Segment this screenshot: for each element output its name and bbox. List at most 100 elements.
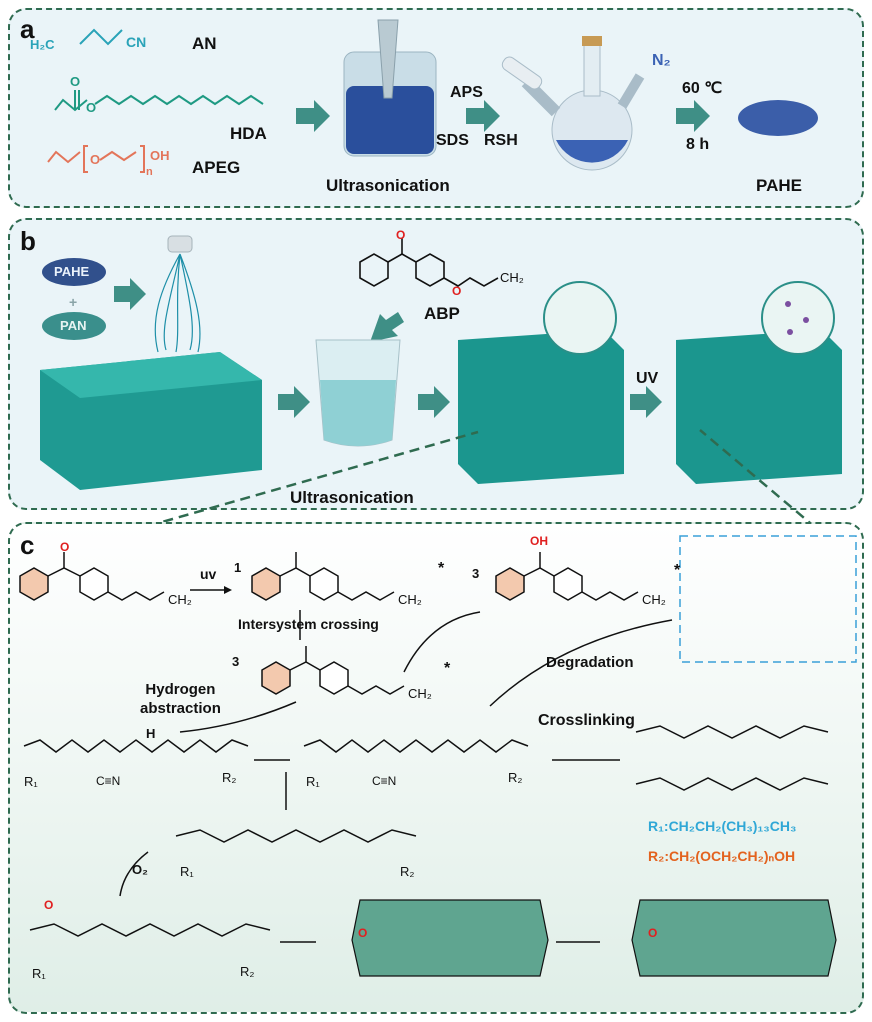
- o2-label: O₂: [132, 862, 148, 877]
- hda-name: HDA: [230, 124, 267, 143]
- arrow-to-triplet: [403, 611, 481, 673]
- hda-o: O: [70, 74, 81, 89]
- singlet-state: [251, 552, 395, 601]
- arrow-b4: [418, 386, 450, 418]
- arrow-b3: [278, 386, 310, 418]
- aps-label: APS: [450, 84, 483, 101]
- plus-sign: +: [69, 294, 78, 310]
- apeg-oh: OH: [150, 148, 170, 163]
- ch2-label-4: CH₂: [408, 686, 432, 701]
- crosslinking-label: Crosslinking: [538, 712, 635, 729]
- time-label: 8 h: [686, 136, 710, 153]
- hda-structure: [54, 90, 264, 112]
- epoxide-o-1: O: [358, 926, 368, 940]
- hydroxyl-label: OH: [530, 534, 548, 548]
- r1-definition: R₁:CH₂CH₂(CH₃)₁₃CH₃: [648, 818, 797, 834]
- abp-name: ABP: [424, 304, 460, 323]
- crosslinked-chain-2: [635, 777, 829, 791]
- panel-c-label: c: [20, 530, 35, 560]
- triplet-state: [261, 646, 405, 695]
- r2-definition: R₂:CH₂(OCH₂CH₂)ₙOH: [648, 848, 796, 864]
- star-triplet-right: *: [674, 562, 681, 579]
- abstractable-h: H: [146, 726, 156, 741]
- crosslinked-chain-1: [635, 725, 829, 739]
- ultrasonication-a: Ultrasonication: [326, 176, 450, 195]
- fiber-cube-1: [458, 281, 624, 484]
- pahe-disc-label: PAHE: [54, 264, 90, 279]
- pan-disc: [42, 312, 106, 340]
- three-neck-flask: [501, 36, 645, 171]
- hda-o2: O: [86, 100, 97, 115]
- uv-label-c: uv: [200, 566, 217, 582]
- abp-o: O: [396, 228, 406, 242]
- pahe-disc: [42, 258, 106, 286]
- pahe-powder: [738, 100, 818, 136]
- r1-group-2: R₁: [306, 774, 320, 789]
- cn-group-2: C≡N: [372, 774, 397, 788]
- panel-b-label: b: [20, 226, 36, 256]
- pan-disc-label: PAN: [60, 318, 87, 333]
- star-singlet: *: [438, 560, 445, 577]
- apeg-o: O: [90, 152, 101, 167]
- arrow-a3: [676, 100, 710, 132]
- abp-ch2: CH₂: [500, 270, 524, 285]
- arrow-o2: [119, 851, 149, 897]
- r2-group-4: R₂: [240, 964, 255, 979]
- singlet-label: 1: [234, 560, 242, 575]
- aromatized-ladder: [631, 899, 837, 977]
- apeg-name: APEG: [192, 158, 241, 177]
- r1-group-3: R₁: [180, 864, 194, 879]
- electrospinning-nozzle: [154, 235, 201, 353]
- an-cn: CN: [126, 34, 147, 50]
- rsh-label: RSH: [484, 132, 518, 149]
- an-structure: [79, 28, 123, 46]
- zoom-line-left: [147, 430, 479, 528]
- ch2-label-2: CH₂: [398, 592, 422, 607]
- an-name: AN: [192, 34, 217, 53]
- apeg-structure: [47, 145, 145, 173]
- n2-label: N₂: [652, 52, 671, 69]
- radical-chain: [303, 739, 529, 753]
- pan-chain: [23, 739, 249, 753]
- triplet-left-label: 3: [232, 654, 240, 669]
- r1-group-1: R₁: [24, 774, 38, 789]
- abp-structure: [359, 238, 499, 287]
- r2-group-3: R₂: [400, 864, 415, 879]
- pahe-product-label: PAHE: [756, 176, 802, 195]
- arrow-degradation: [489, 619, 673, 707]
- peroxy-o: O: [44, 898, 54, 912]
- fiber-mat: [40, 352, 262, 490]
- ultrasonication-b: Ultrasonication: [290, 488, 414, 507]
- r1-group-4: R₁: [32, 966, 46, 981]
- beaker-b: [315, 339, 401, 447]
- r2-group-2: R₂: [508, 770, 523, 785]
- benzophenone-ground: [19, 552, 165, 601]
- peroxy-chain: [29, 923, 271, 937]
- arrow-b5: [630, 386, 662, 418]
- an-formula: H₂C: [30, 37, 55, 52]
- ch2-label-3: CH₂: [642, 592, 666, 607]
- polyene-chain: [175, 829, 417, 843]
- arrow-a1: [296, 100, 330, 132]
- sds-label: SDS: [436, 132, 469, 149]
- degradation-box: [679, 535, 857, 663]
- apeg-n: n: [146, 166, 153, 178]
- arrow-b2: [370, 312, 404, 342]
- r2-group-1: R₂: [222, 770, 237, 785]
- panel-a-label: a: [20, 14, 35, 44]
- temperature-label: 60 ℃: [682, 80, 723, 97]
- zoom-line-right: [699, 429, 817, 529]
- triplet-right-label: 3: [472, 566, 480, 581]
- star-triplet-left: *: [444, 660, 451, 677]
- arrow-b1: [114, 278, 146, 310]
- ketone-o-1: O: [60, 540, 70, 554]
- uv-label-b: UV: [636, 370, 659, 387]
- hydrogen-abstraction: Hydrogen abstraction: [140, 681, 221, 717]
- triplet-radical: [495, 552, 639, 601]
- abp-ester-o: O: [452, 284, 462, 298]
- degradation-label: Degradation: [546, 654, 634, 671]
- intersystem-crossing: Intersystem crossing: [238, 616, 379, 632]
- arrow-a2: [466, 100, 500, 132]
